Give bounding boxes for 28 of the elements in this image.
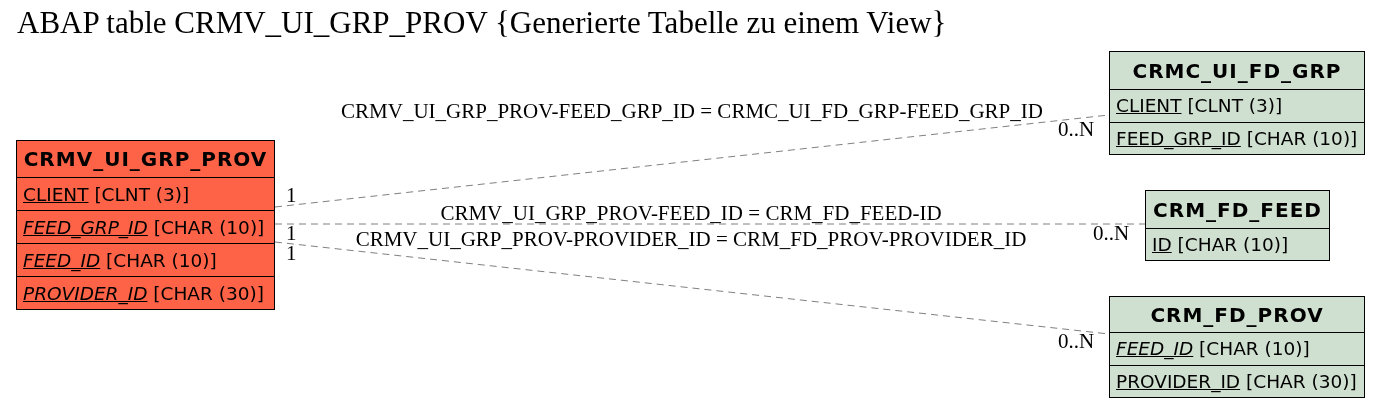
field-row: FEED_GRP_ID [CHAR (10)]	[1110, 121, 1364, 154]
field-row: FEED_ID [CHAR (10)]	[17, 243, 274, 276]
cardinality-label: 1	[286, 188, 297, 202]
cardinality-label: 0..N	[1058, 122, 1095, 136]
field-row: FEED_ID [CHAR (10)]	[1110, 332, 1364, 365]
field-row: FEED_GRP_ID [CHAR (10)]	[17, 210, 274, 243]
entity-table	[1145, 190, 1330, 261]
cardinality-label: 0..N	[1058, 334, 1095, 348]
entity-table	[16, 140, 275, 310]
field-row: PROVIDER_ID [CHAR (30)]	[1110, 364, 1364, 397]
cardinality-label: 1	[286, 246, 297, 260]
field-row: CLIENT [CLNT (3)]	[17, 177, 274, 210]
field-row: CLIENT [CLNT (3)]	[1110, 89, 1364, 122]
edge-label: CRMV_UI_GRP_PROV-PROVIDER_ID = CRM_FD_PROV-PROVIDER_ID	[355, 229, 1027, 249]
diagram-title: ABAP table CRMV_UI_GRP_PROV {Generierte Tabelle zu einem View}	[17, 7, 947, 38]
cardinality-label: 1	[286, 226, 297, 240]
entity-table	[1109, 296, 1365, 398]
edge-label: CRMV_UI_GRP_PROV-FEED_GRP_ID = CRMC_UI_FD_GRP-FEED_GRP_ID	[341, 101, 1043, 121]
table-header: CRM_FD_PROV	[1149, 301, 1325, 329]
entity-table	[1109, 51, 1365, 155]
relationship-line	[274, 223, 1146, 225]
table-header: CRMC_UI_FD_GRP	[1131, 57, 1343, 85]
edge-label: CRMV_UI_GRP_PROV-FEED_ID = CRM_FD_FEED-ID	[440, 203, 942, 223]
field-row: PROVIDER_ID [CHAR (30)]	[17, 276, 274, 309]
table-header: CRM_FD_FEED	[1152, 196, 1323, 224]
table-header: CRMV_UI_GRP_PROV	[22, 146, 269, 173]
cardinality-label: 0..N	[1093, 226, 1130, 240]
field-row: ID [CHAR (10)]	[1146, 228, 1329, 260]
